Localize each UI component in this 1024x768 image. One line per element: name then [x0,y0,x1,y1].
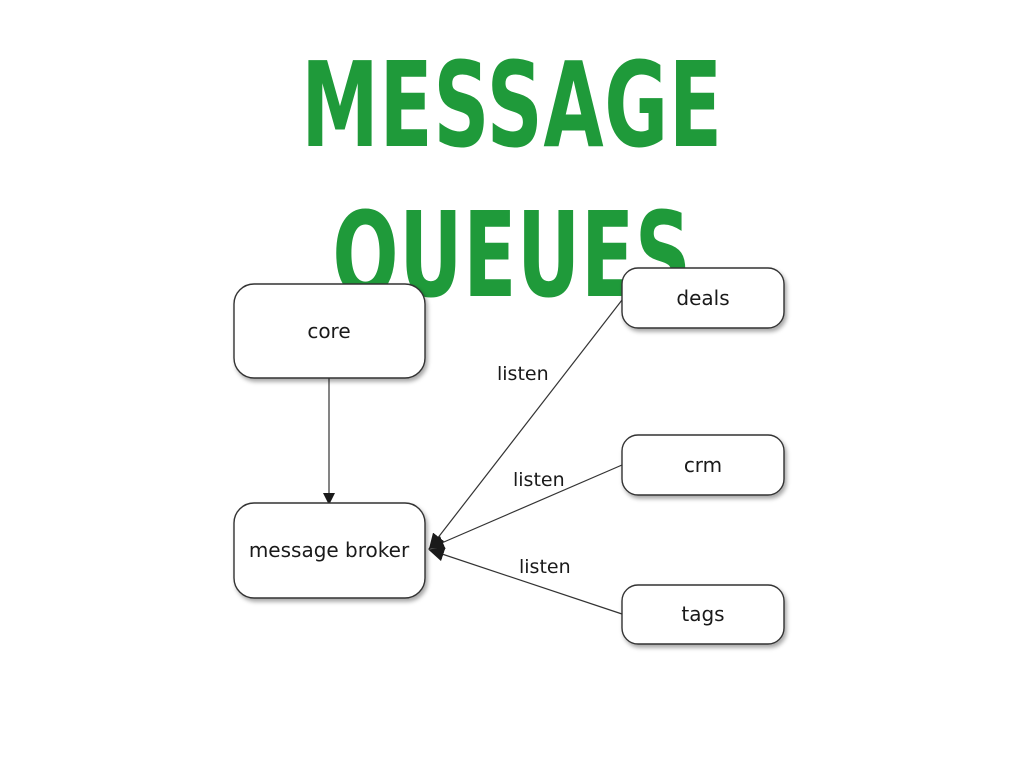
edge-deals-to-broker [428,299,623,550]
node-core: core [233,283,426,379]
edge-crm-to-broker [428,464,623,549]
slide-title: MESSAGE QUEUES [301,36,723,324]
node-label-message-broker: message broker [249,538,410,562]
edge-label-deals: listen [497,363,549,385]
node-deals: deals [621,267,785,329]
node-tags: tags [621,584,785,645]
node-message-broker: message broker [233,502,426,599]
node-label-tags: tags [681,602,724,626]
node-label-crm: crm [684,453,722,477]
edge-tags-to-broker [428,547,623,615]
node-label-deals: deals [676,286,729,310]
edge-label-crm: listen [513,469,565,491]
edge-label-tags: listen [519,556,571,578]
node-crm: crm [621,434,785,496]
node-label-core: core [307,319,350,343]
